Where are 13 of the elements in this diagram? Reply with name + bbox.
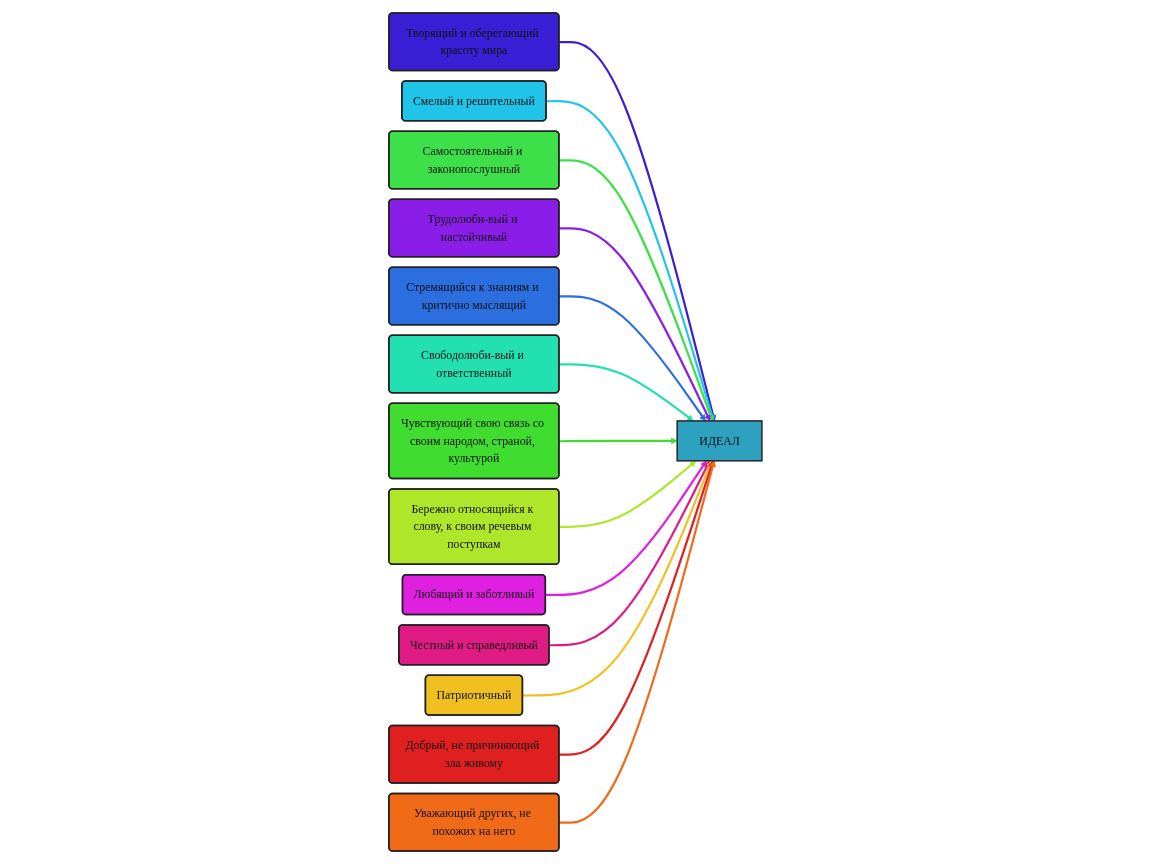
arrow bbox=[558, 460, 696, 529]
arrow bbox=[545, 100, 715, 422]
arrow bbox=[558, 460, 714, 756]
arrow bbox=[558, 40, 716, 422]
arrow bbox=[522, 460, 712, 697]
arrow bbox=[558, 227, 710, 422]
arrow bbox=[558, 295, 706, 422]
arrow bbox=[558, 363, 694, 422]
arrow bbox=[548, 460, 710, 647]
arrow bbox=[558, 460, 716, 824]
arrow bbox=[545, 460, 707, 597]
arrow bbox=[558, 159, 713, 422]
node-box: ИДЕАЛ bbox=[676, 420, 763, 462]
